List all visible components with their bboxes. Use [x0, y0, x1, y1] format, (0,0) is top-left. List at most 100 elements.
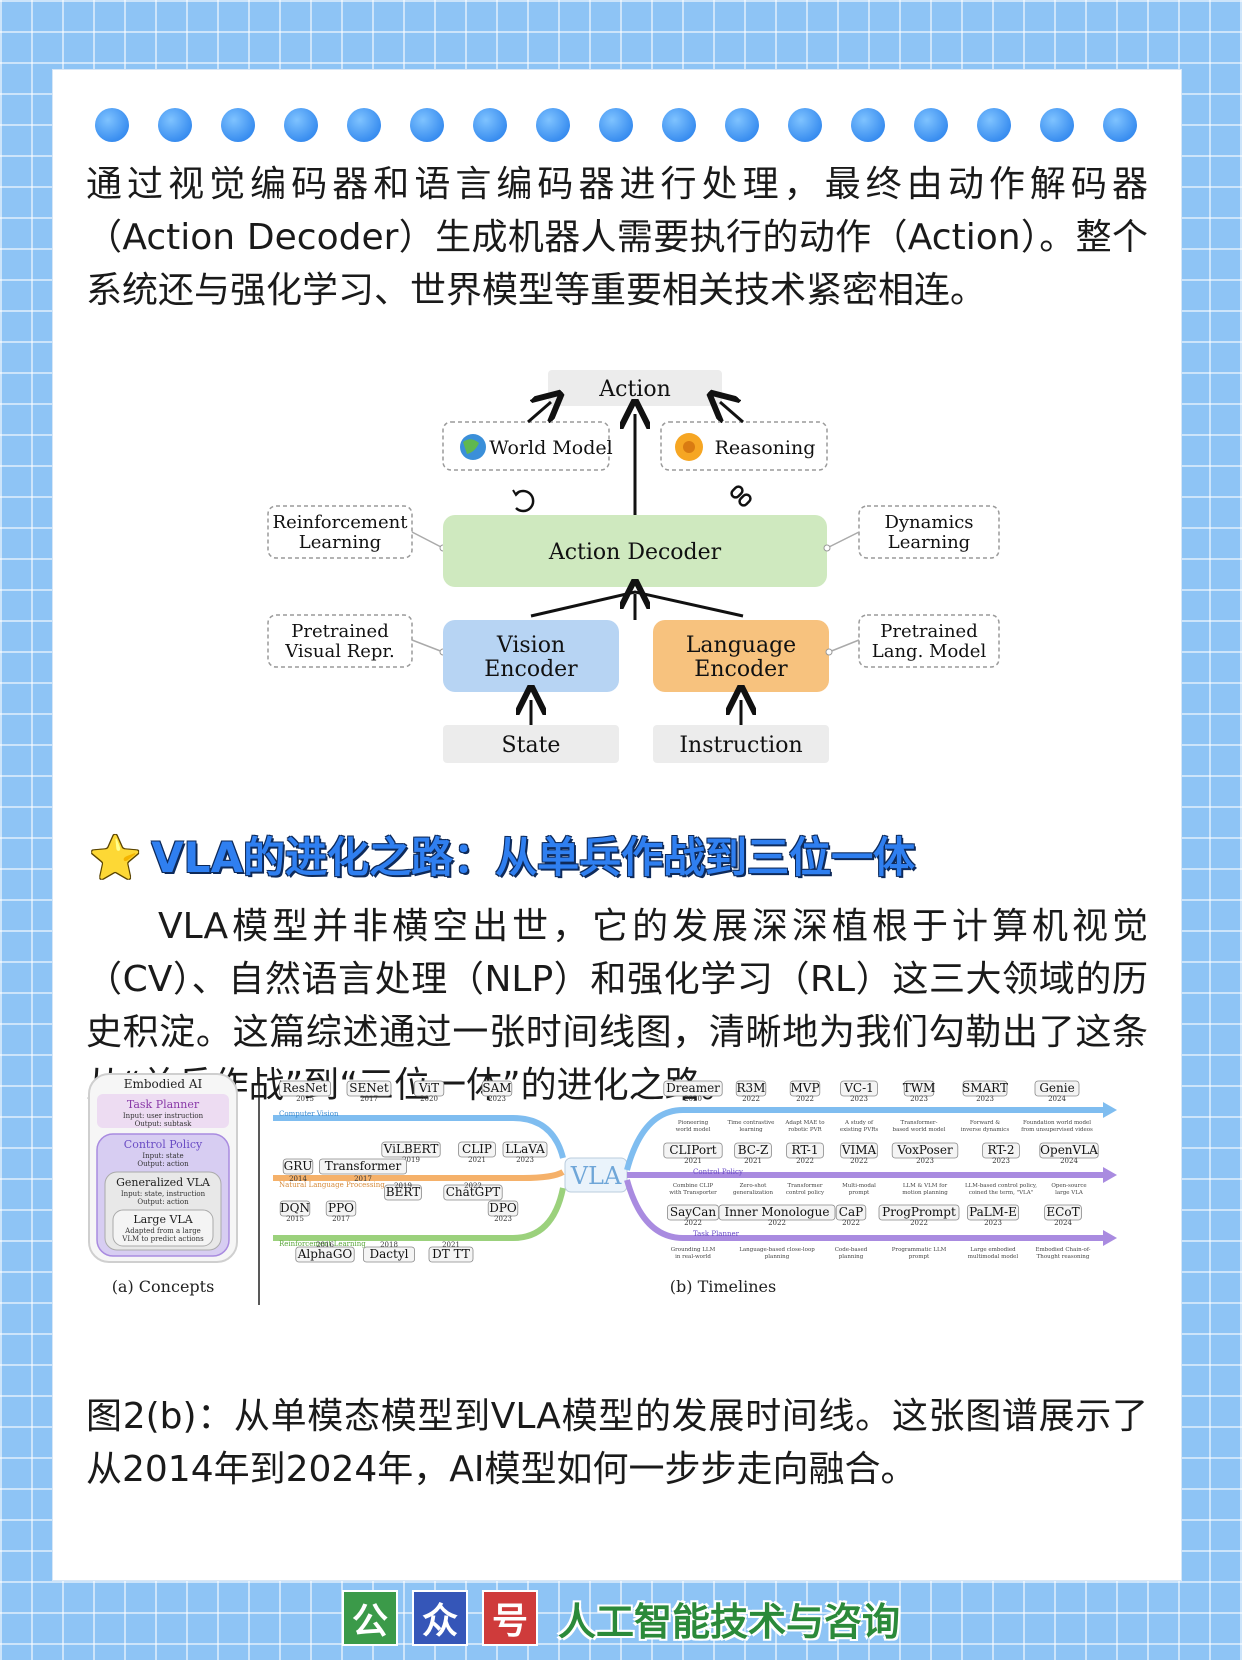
vision-encoder-box — [443, 620, 619, 692]
timeline-item-year: 2022 — [768, 1219, 786, 1227]
world-model-box — [442, 421, 610, 471]
timeline-item-desc: Open-source — [1051, 1183, 1086, 1189]
nlp-label: Natural Language Processing — [279, 1181, 385, 1189]
timeline-item-year: 2022 — [842, 1219, 860, 1227]
binder-dot — [1040, 108, 1074, 142]
timeline-item-box — [663, 1080, 723, 1097]
timeline-item-year: 2023 — [992, 1157, 1010, 1165]
binder-dot — [914, 108, 948, 142]
timeline-item-name: ECoT — [1046, 1205, 1079, 1219]
timeline-item-box — [967, 1204, 1020, 1221]
timeline-item-year: 2023 — [984, 1219, 1002, 1227]
pretrained-language-box — [858, 614, 1000, 668]
binder-dots — [95, 108, 1145, 142]
cp-sub-1: Input: state — [142, 1152, 183, 1160]
lv-sub-1: Adapted from a large — [124, 1227, 201, 1235]
timeline-item-year: 2022 — [464, 1182, 482, 1190]
footer-banner: 公 众 号 人工智能技术与咨询 — [0, 1586, 1242, 1650]
timeline-item-name: CLIP — [462, 1142, 492, 1156]
reinforcement-learning-box — [267, 505, 413, 559]
timeline-item-box — [835, 1204, 867, 1221]
timeline-item-desc: robotic PVR — [788, 1127, 822, 1133]
timeline-item-desc: Adapt MAE to — [784, 1120, 825, 1126]
world-model-label: World Model — [489, 437, 612, 459]
large-vla-label: Large VLA — [133, 1213, 193, 1226]
timeline-item-box — [903, 1080, 935, 1097]
binder-dot — [788, 108, 822, 142]
timeline-item-box — [282, 1158, 314, 1175]
tp-sub-1: Input: user instruction — [123, 1112, 204, 1120]
tp-sub-2: Output: subtask — [135, 1120, 193, 1128]
timeline-item-year: 2021 — [442, 1241, 460, 1249]
timeline-item-box — [346, 1080, 392, 1097]
timeline-item-desc: motion planning — [902, 1190, 948, 1196]
timeline-item-desc: learning — [739, 1127, 763, 1133]
vision-encoder-label-2: Encoder — [484, 657, 578, 682]
large-vla-box — [112, 1209, 214, 1247]
timeline-item-name: SayCan — [670, 1205, 716, 1219]
timeline-item-year: 2021 — [468, 1156, 486, 1164]
timeline-item-year: 2022 — [742, 1095, 760, 1103]
footer-account-name: 人工智能技术与咨询 — [557, 1599, 900, 1644]
timeline-item-desc: Zero-shot — [740, 1183, 768, 1189]
timeline-item-name: SAM — [482, 1081, 511, 1095]
timeline-item-name: TWM — [903, 1081, 936, 1095]
timeline-item-box — [318, 1158, 407, 1175]
timeline-item-box — [481, 1080, 513, 1097]
timeline-item-box — [413, 1080, 445, 1097]
timeline-item-desc: Thought reasoning — [1037, 1254, 1090, 1260]
timeline-item-desc: Multi-modal — [842, 1183, 876, 1189]
timeline-item-box — [734, 1142, 772, 1159]
task-planner-box — [97, 1094, 229, 1128]
binder-dot — [95, 108, 129, 142]
timeline-item-name: CLIPort — [669, 1143, 716, 1157]
timeline-item-name: R3M — [737, 1081, 766, 1095]
paragraph-intro: 通过视觉编码器和语言编码器进行处理，最终由动作解码器（Action Decode… — [86, 164, 1148, 311]
timeline-item-box — [502, 1141, 548, 1158]
timeline-item-box — [384, 1184, 422, 1201]
timeline-item-year: 2022 — [796, 1157, 814, 1165]
heading-text: VLA的进化之路：从单兵作战到三位一体 — [151, 833, 916, 882]
concepts-caption: (a) Concepts — [112, 1277, 215, 1296]
timeline-item-name: GRU — [284, 1159, 313, 1173]
binder-dot — [662, 108, 696, 142]
timeline-item-desc: control policy — [786, 1190, 825, 1196]
footer-tile-1: 公 — [341, 1590, 398, 1646]
timeline-item-year: 2017 — [360, 1095, 378, 1103]
timeline-item-box — [878, 1204, 960, 1221]
timeline-item-box — [1039, 1142, 1099, 1159]
timeline-item-year: 2016 — [316, 1241, 334, 1249]
task-planner-label: Task Planner — [127, 1098, 200, 1111]
timeline-item-box — [279, 1200, 311, 1217]
binder-dot — [284, 108, 318, 142]
timeline-item-desc: large VLA — [1055, 1190, 1084, 1196]
timeline-item-name: Dactyl — [370, 1247, 409, 1261]
timeline-item-year: 2015 — [286, 1215, 304, 1223]
timeline-item-name: VoxPoser — [896, 1143, 953, 1157]
timeline-item-name: BC-Z — [738, 1143, 769, 1157]
vision-encoder-label-1: Vision — [496, 633, 565, 658]
cv-label: Computer Vision — [279, 1110, 339, 1118]
action-label: Action — [598, 377, 671, 402]
timeline-item-name: DT TT — [432, 1247, 470, 1261]
vla-center-label: VLA — [570, 1162, 622, 1190]
timeline-item-box — [735, 1080, 767, 1097]
timeline-item-box — [840, 1080, 878, 1097]
timeline-item-year: 2022 — [684, 1219, 702, 1227]
timeline-item-year: 2022 — [910, 1219, 928, 1227]
timeline-item-desc: Pioneering — [678, 1120, 709, 1126]
binder-dot — [851, 108, 885, 142]
timeline-item-desc: with Transporter — [669, 1190, 717, 1196]
pvr-label-1: Pretrained — [291, 621, 388, 642]
timeline-item-year: 2021 — [684, 1157, 702, 1165]
timeline-item-name: ProgPrompt — [882, 1205, 956, 1219]
binder-dot — [347, 108, 381, 142]
timeline-item-name: ResNet — [283, 1081, 328, 1095]
timeline-item-desc: Language-based close-loop — [739, 1247, 815, 1253]
timeline-item-box — [1044, 1204, 1082, 1221]
timeline-item-year: 2020 — [684, 1095, 702, 1103]
timeline-item-desc: existing PVRs — [840, 1127, 879, 1133]
timeline-item-desc: Transformer — [787, 1183, 822, 1189]
timeline-item-name: Dreamer — [666, 1081, 720, 1095]
binder-dot — [473, 108, 507, 142]
